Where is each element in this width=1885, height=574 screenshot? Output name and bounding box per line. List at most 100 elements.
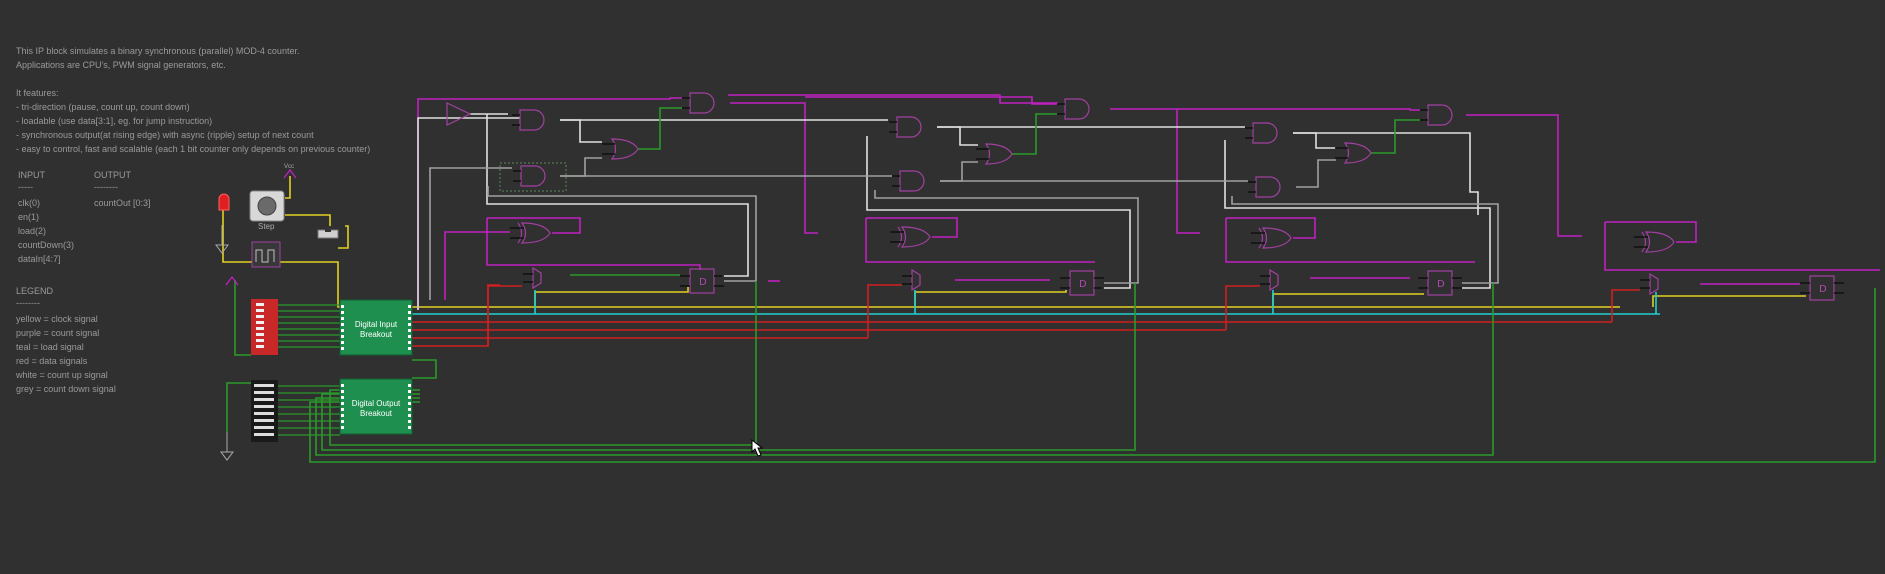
vcc-wire: [285, 176, 291, 199]
breakout-link: [412, 359, 437, 379]
dip-switch-lever: [256, 339, 264, 342]
breakout-pin: [341, 317, 344, 320]
led-bar-segment: [254, 412, 274, 415]
legend-item: teal = load signal: [16, 342, 84, 352]
xor-loop-3: [1605, 221, 1697, 243]
description-line: - easy to control, fast and scalable (ea…: [16, 144, 371, 154]
led-bar: [251, 380, 278, 442]
up-input: [417, 117, 520, 310]
description-line: Applications are CPU's, PWM signal gener…: [16, 60, 226, 70]
and-gate-carry-2: [1064, 98, 1090, 120]
output-breakout-label: Digital Output Breakout: [351, 399, 401, 418]
breakout-pin: [341, 323, 344, 326]
down-loop-2: [1231, 196, 1499, 284]
description-line: [16, 72, 370, 86]
wires-layer: [222, 94, 1880, 463]
clk-src: [222, 210, 345, 308]
count-wire-5: [1466, 114, 1582, 237]
d-flipflop-0: [689, 268, 715, 294]
selection-box: [499, 162, 567, 192]
and-gate-down-1: [899, 170, 925, 192]
xor-loop-2b: [1225, 218, 1475, 263]
breakout-pin: [341, 335, 344, 338]
step-label: Step: [258, 222, 275, 231]
up-loop-1: [866, 136, 1131, 289]
breakout-pin: [341, 329, 344, 332]
led-bar-segment: [254, 405, 274, 408]
xor-loop-1: [866, 217, 958, 238]
xor-loop-2: [1226, 217, 1316, 239]
description-line: It features:: [16, 88, 59, 98]
legend-item: grey = count down signal: [16, 384, 116, 394]
breakout-pin: [408, 402, 411, 405]
breakout-pin: [408, 305, 411, 308]
output-list: countOut [0:3]: [94, 196, 151, 210]
d-flipflop-label: D: [1819, 284, 1827, 295]
vcc-label: Vcc: [284, 164, 295, 170]
data-mux-2: [1225, 285, 1260, 330]
legend-item: red = data signals: [16, 356, 88, 366]
legend-item: yellow = clock signal: [16, 314, 98, 324]
down-or-1: [940, 161, 978, 182]
mux-1: [911, 268, 921, 292]
output-breakout: [339, 378, 413, 435]
input-item: load(2): [18, 226, 47, 236]
data-mux-0: [487, 285, 522, 346]
dip-switch-lever: [256, 309, 264, 312]
slide-switch-knob: [325, 226, 331, 232]
output-item: countOut [0:3]: [94, 198, 151, 208]
breakout-pin: [408, 347, 411, 350]
or-gate-1: [984, 143, 1013, 165]
down-or-2: [1296, 159, 1336, 188]
mux-3: [1649, 272, 1659, 296]
breakout-pin: [408, 426, 411, 429]
xor-arc: [517, 222, 523, 244]
dip-switch-lever: [256, 315, 264, 318]
parts-layer: [215, 168, 764, 461]
d-flipflop-1: [1069, 270, 1095, 296]
d-flipflop-label: D: [699, 277, 707, 288]
breakout-pin: [341, 384, 344, 387]
led-bar-segment: [254, 419, 274, 422]
breakout-pin: [341, 396, 344, 399]
input-rule: -----: [18, 182, 33, 192]
or-gate-2: [1343, 142, 1372, 164]
dip-switch-lever: [256, 333, 264, 336]
d-flipflop-label: D: [1079, 279, 1087, 290]
and-gate-down: [520, 165, 546, 187]
breakout-pin: [341, 305, 344, 308]
description-line: - loadable (use data[3:1], eg. for jump …: [16, 116, 213, 126]
vcc-icon: [283, 168, 297, 179]
breakout-pin: [408, 390, 411, 393]
buffer-gate: [446, 102, 472, 126]
legend-rule: --------: [16, 298, 40, 308]
breakout-pin: [341, 341, 344, 344]
led-red-icon: [218, 193, 230, 211]
or-gate-up-down: [610, 138, 639, 160]
breakout-pin: [408, 341, 411, 344]
clk-1: [914, 290, 1067, 307]
step-button-cap: [257, 196, 277, 216]
down-loop-0: [487, 186, 757, 282]
and-gate-carry-3: [1427, 104, 1453, 126]
up-loop-0: [486, 114, 749, 277]
d-flipflop-2: [1427, 270, 1453, 296]
and-gate-en: [519, 109, 545, 131]
data-bus-3: [412, 284, 500, 347]
and-gate-carry-1: [689, 92, 715, 114]
breakout-pin: [408, 329, 411, 332]
up-chain-2: [1293, 132, 1479, 215]
input-item: clk(0): [18, 198, 40, 208]
breakout-pin: [341, 402, 344, 405]
output-header: OUTPUT: [94, 170, 131, 180]
up-or-2: [1293, 132, 1336, 149]
clk-3: [1652, 295, 1806, 307]
out-2: [315, 283, 1494, 456]
clock-wave-icon: [255, 249, 275, 263]
input-item: dataIn[4:7]: [18, 254, 61, 264]
breakout-pin: [408, 317, 411, 320]
xor-fb-0: [486, 218, 701, 270]
description-line: This IP block simulates a binary synchro…: [16, 46, 300, 56]
